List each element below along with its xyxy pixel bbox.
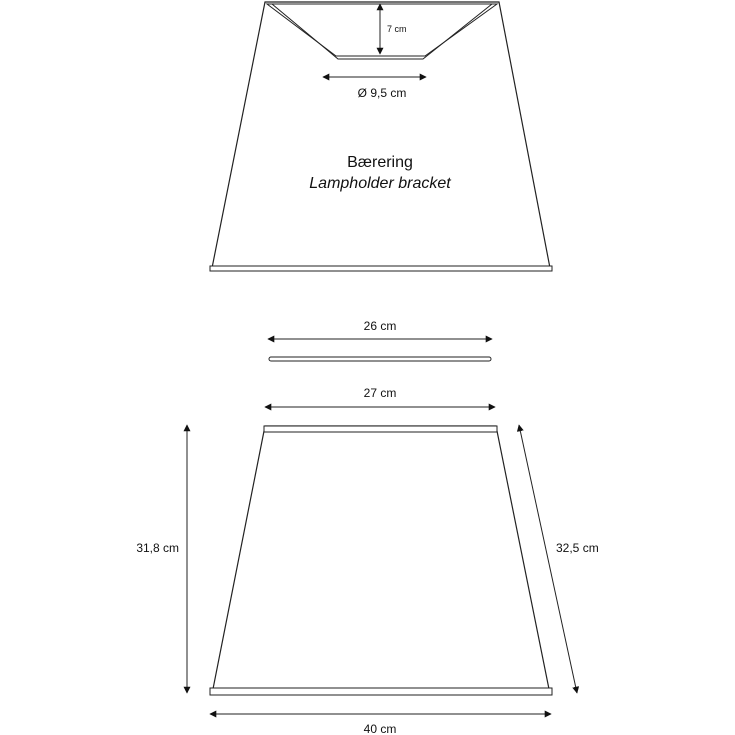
shade-view: 27 cm 31,8 cm 32,5 cm 40 cm — [136, 386, 598, 735]
shade-outline — [211, 425, 551, 695]
bracket-inner-cone — [265, 3, 499, 57]
slant-arrow — [516, 424, 580, 694]
shade-bottom-rim — [209, 687, 553, 696]
top-ring — [268, 356, 492, 362]
ring-width-label: 26 cm — [364, 319, 397, 333]
bracket-title: Bærering — [347, 154, 413, 171]
bracket-outline — [211, 1, 551, 269]
diameter-label: Ø 9,5 cm — [358, 86, 407, 100]
ring-view: 26 cm — [267, 319, 493, 362]
height-label: 31,8 cm — [136, 541, 179, 555]
slant-label: 32,5 cm — [556, 541, 599, 555]
bracket-subtitle: Lampholder bracket — [309, 175, 451, 192]
bottom-width-label: 40 cm — [364, 722, 397, 735]
top-width-label: 27 cm — [364, 386, 397, 400]
shade-top-rim — [263, 425, 498, 433]
bracket-inner-cone-edge — [270, 3, 494, 60]
bracket-view: 7 cm Ø 9,5 cm Bærering Lampholder bracke… — [209, 1, 553, 272]
bracket-bottom-rim — [209, 265, 553, 272]
depth-label: 7 cm — [387, 24, 407, 34]
